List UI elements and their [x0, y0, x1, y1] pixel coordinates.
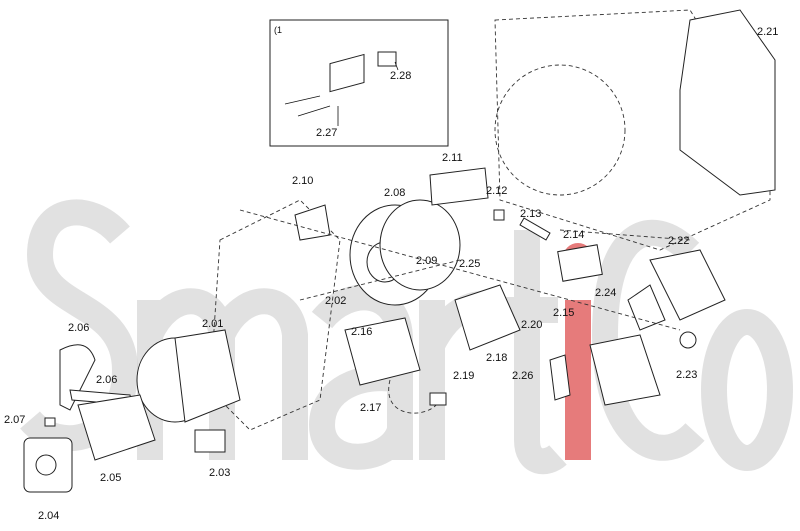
part-label: 2.09 — [416, 255, 438, 267]
motor — [136, 329, 241, 453]
part-label: 2.26 — [512, 370, 534, 382]
part-label: 2.04 — [38, 510, 60, 522]
part-label: 2.10 — [292, 175, 314, 187]
ignition-unit — [344, 284, 521, 414]
part-label: 2.05 — [100, 472, 122, 484]
part-label: 2.15 — [553, 307, 575, 319]
part-label: 2.01 — [202, 318, 224, 330]
part-label: 2.02 — [325, 295, 347, 307]
part-label: 2.17 — [360, 402, 382, 414]
left-parts — [23, 344, 156, 493]
inset-marker: (1 — [274, 25, 283, 35]
part-label: 2.06 — [68, 322, 90, 334]
part-label: 2.12 — [486, 185, 508, 197]
part-label: 2.07 — [4, 414, 26, 426]
fan-wheel — [349, 199, 461, 306]
right-parts — [429, 167, 726, 406]
part-label: 2.08 — [384, 187, 406, 199]
part-label: 2.21 — [757, 26, 779, 38]
inset-frame — [269, 19, 449, 147]
assembly-lines — [239, 209, 691, 331]
part-label: 2.03 — [209, 467, 231, 479]
part-label: 2.06 — [96, 374, 118, 386]
part-label: 2.11 — [442, 152, 463, 164]
part-label: 2.13 — [520, 208, 542, 220]
burner-housing — [494, 9, 776, 251]
part-label: 2.23 — [676, 369, 698, 381]
part-label: 2.16 — [351, 326, 373, 338]
part-label: 2.25 — [459, 258, 481, 270]
part-label: 2.20 — [521, 319, 543, 331]
part-label: 2.24 — [595, 287, 617, 299]
part-label: 2.14 — [563, 229, 585, 241]
part-label: 2.19 — [453, 370, 475, 382]
part-label: 2.18 — [486, 352, 508, 364]
part-label: 2.22 — [668, 235, 690, 247]
part-label: 2.27 — [316, 127, 338, 139]
inset-parts — [284, 51, 399, 126]
part-label: 2.28 — [390, 70, 412, 82]
